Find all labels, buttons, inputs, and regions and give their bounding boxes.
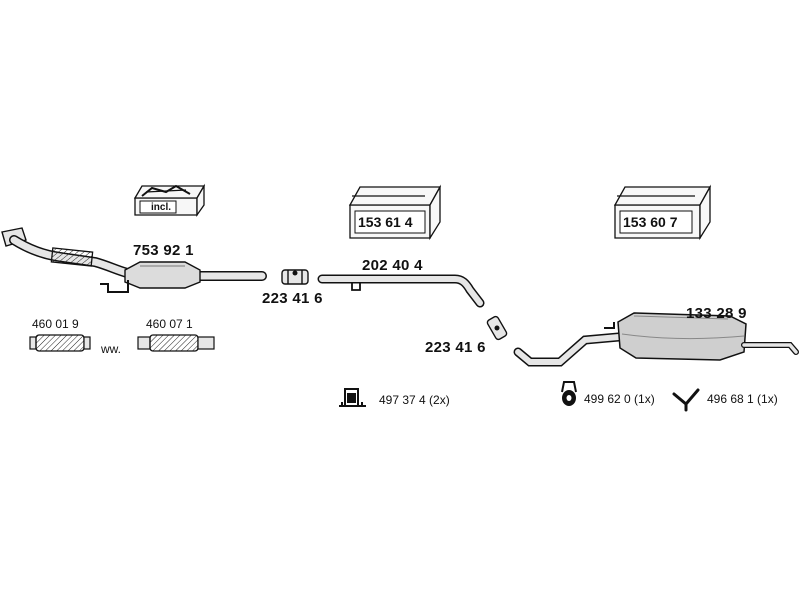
catalyst-body (124, 261, 201, 289)
rear-silencer-assembly (513, 312, 799, 367)
flex-separator-label: ww. (101, 342, 122, 356)
flex-pipe-b (137, 334, 215, 352)
catalyst-bracket (100, 280, 129, 293)
kit-box-right (613, 184, 712, 241)
front-flex-section (50, 247, 94, 267)
part-front-pipe-catalyst: 753 92 1 (133, 242, 194, 259)
rear-silencer-body (617, 312, 747, 361)
kit-box-right-number: 153 60 7 (623, 214, 678, 230)
part-rear-silencer: 133 28 9 (686, 305, 747, 322)
flex-pipe-a (29, 334, 91, 352)
clamp-rear (486, 315, 508, 341)
kit-box-middle-number: 153 61 4 (358, 214, 413, 230)
part-flex-pipe-b: 460 07 1 (146, 317, 193, 331)
part-clamp-front: 223 41 6 (262, 290, 323, 307)
mounting-rubber-mount-label: 499 62 0 (1x) (584, 392, 655, 406)
part-clamp-rear: 223 41 6 (425, 339, 486, 356)
part-middle-pipe: 202 40 4 (362, 257, 423, 274)
hanger-icon (672, 388, 700, 412)
kit-box-incl-label: incl. (151, 202, 172, 213)
mounting-hanger-label: 496 68 1 (1x) (707, 392, 778, 406)
front-pipe-catalyst (1, 227, 267, 293)
kit-box-middle (348, 184, 442, 241)
clamp-front (281, 269, 309, 285)
rubber-mount-icon (561, 381, 577, 406)
part-flex-pipe-a: 460 01 9 (32, 317, 79, 331)
kit-box-incl (133, 183, 206, 218)
middle-pipe (317, 274, 485, 308)
mounting-bracket-label: 497 37 4 (2x) (379, 393, 450, 407)
bracket-icon (339, 388, 366, 407)
